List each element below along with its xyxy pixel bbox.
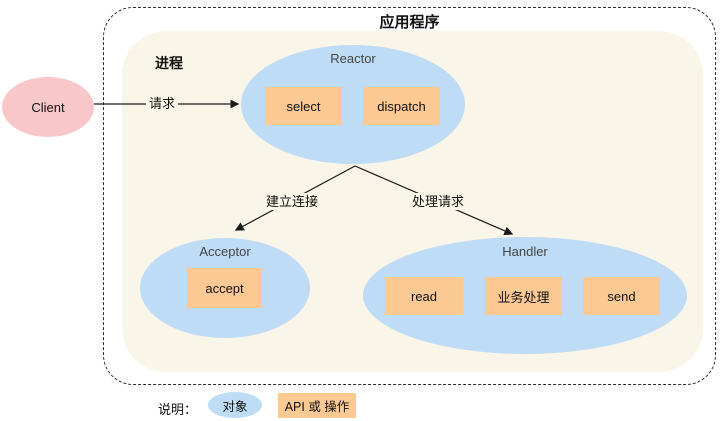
read-operation-box: read <box>385 277 463 315</box>
legend-object-label: 对象 <box>222 399 248 414</box>
acceptor-label: Acceptor <box>199 244 251 259</box>
business-processing-box: 业务处理 <box>485 277 562 315</box>
process-label: 进程 <box>155 55 183 71</box>
legend-api-label: API 或 操作 <box>284 400 350 414</box>
legend-api-sample: API 或 操作 <box>278 393 356 418</box>
legend-object-sample: 对象 <box>208 392 262 418</box>
send-operation-box: send <box>583 277 660 315</box>
accept-operation-box: accept <box>187 268 262 308</box>
client-node: Client <box>2 77 94 137</box>
establish-connection-edge-label: 建立连接 <box>263 193 322 210</box>
application-title: 应用程序 <box>379 14 440 31</box>
application-container <box>103 7 716 385</box>
client-label: Client <box>31 99 65 115</box>
legend-title: 说明： <box>158 402 198 417</box>
request-edge-label: 请求 <box>146 95 179 112</box>
select-operation-box: select <box>265 87 342 125</box>
reactor-label: Reactor <box>330 51 376 66</box>
handler-label: Handler <box>502 244 548 259</box>
dispatch-operation-box: dispatch <box>363 87 440 125</box>
handle-request-edge-label: 处理请求 <box>409 193 468 210</box>
